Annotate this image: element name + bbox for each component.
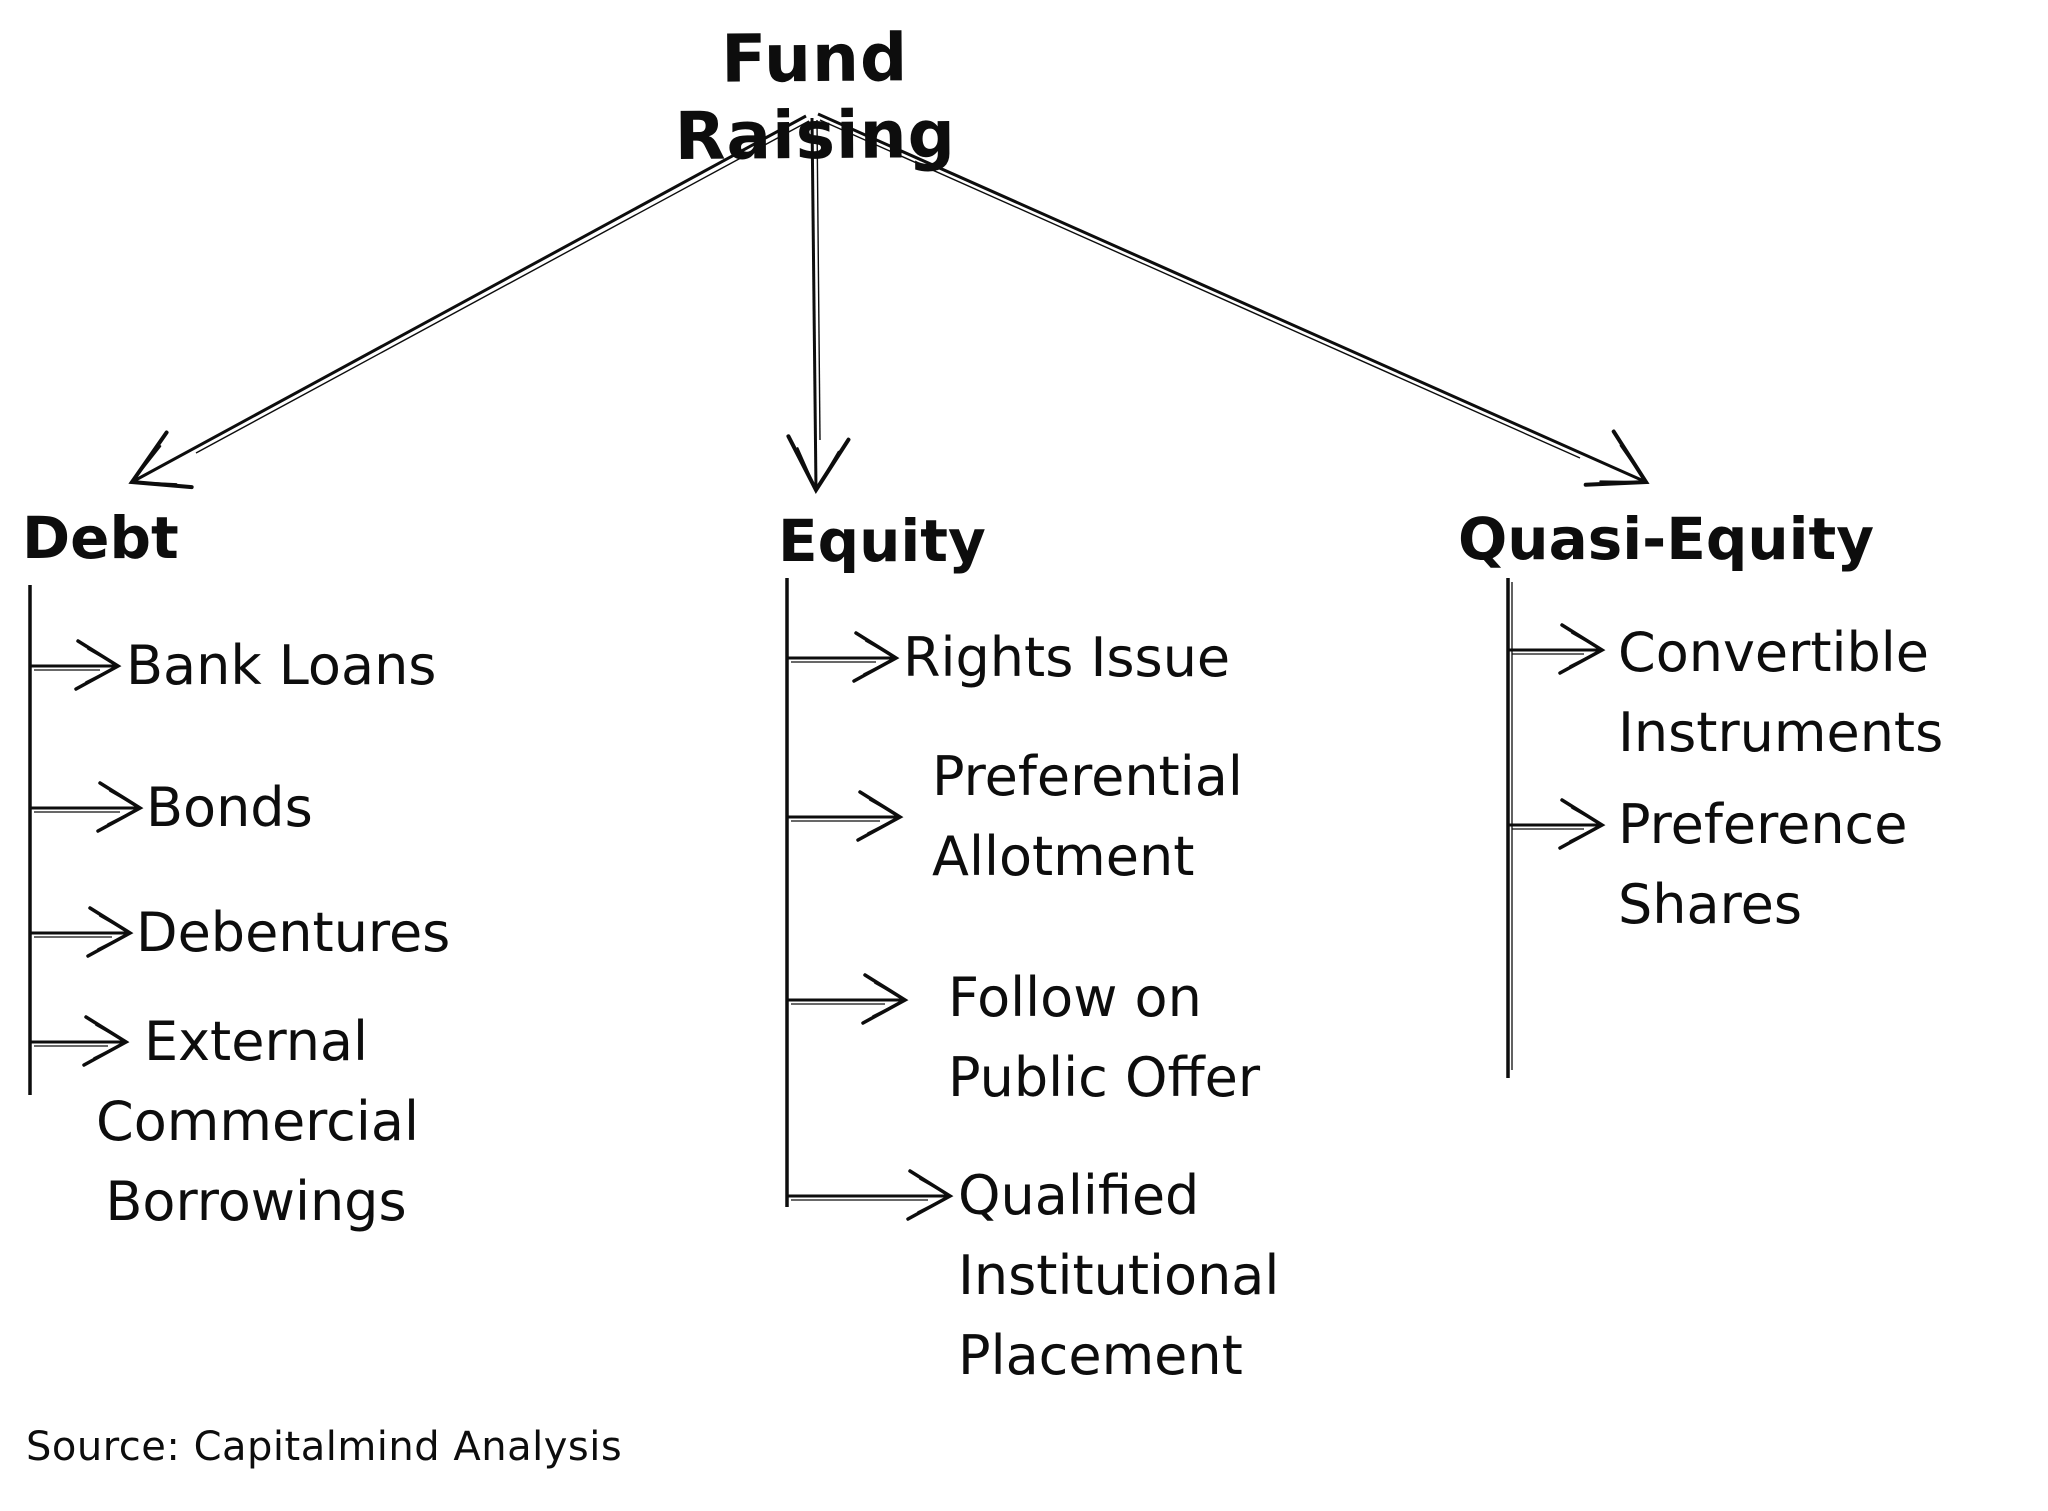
branch-label-quasi-equity: Quasi-Equity	[1458, 505, 1875, 573]
item-preferential-allotment: Preferential Allotment	[932, 745, 1243, 888]
item-debentures: Debentures	[136, 901, 451, 964]
arrow-to-preference-shares	[1508, 798, 1606, 850]
item-bonds: Bonds	[146, 776, 313, 839]
item-external-commercial-borrowings: External Commercial Borrowings	[96, 1010, 419, 1233]
diagram-title: Fund Raising	[674, 19, 957, 175]
arrow-root-to-debt	[128, 114, 810, 490]
quasi-equity-branch-line	[1506, 578, 1513, 1078]
arrow-to-external-commercial-borrowings	[30, 1015, 130, 1067]
arrow-to-debentures	[30, 906, 134, 958]
arrow-to-bank-loans	[30, 639, 122, 691]
item-preference-shares: Preference Shares	[1618, 793, 1908, 936]
arrow-to-rights-issue	[787, 631, 900, 683]
arrow-root-to-quasi-equity	[817, 112, 1650, 487]
arrow-to-bonds	[30, 781, 144, 833]
arrow-to-preferential-allotment	[787, 790, 904, 842]
arrow-to-convertible-instruments	[1508, 623, 1606, 675]
item-qualified-institutional-placement: Qualified Institutional Placement	[958, 1164, 1280, 1387]
item-bank-loans: Bank Loans	[126, 634, 437, 697]
item-follow-on-public-offer: Follow on Public Offer	[948, 966, 1261, 1109]
arrow-to-qualified-institutional-placement	[787, 1169, 954, 1221]
branch-label-equity: Equity	[778, 507, 986, 575]
item-convertible-instruments: Convertible Instruments	[1618, 621, 1944, 764]
item-rights-issue: Rights Issue	[903, 626, 1231, 689]
branch-label-debt: Debt	[22, 504, 179, 572]
source-note: Source: Capitalmind Analysis	[26, 1424, 623, 1470]
arrow-to-follow-on-public-offer	[787, 973, 909, 1025]
arrow-root-to-equity	[786, 117, 851, 494]
